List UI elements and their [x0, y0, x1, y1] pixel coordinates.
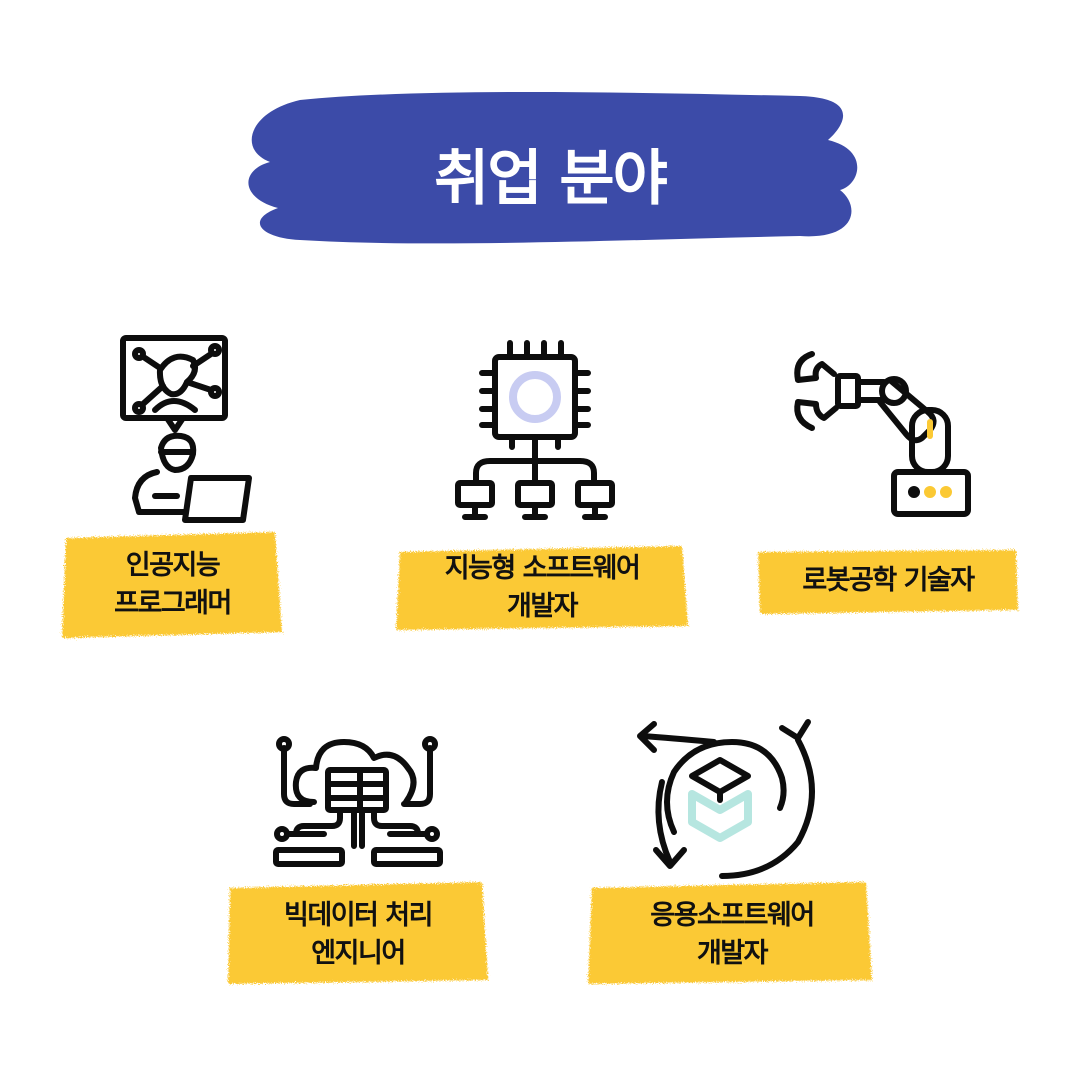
chip-network-icon [455, 340, 615, 520]
field-label-bigdata-engineer: 빅데이터 처리 엔지니어 [284, 900, 433, 969]
page-title: 취업 분야 [434, 143, 668, 214]
highlight-2 [396, 546, 688, 630]
highlight-3 [758, 550, 1018, 614]
highlight-5 [588, 882, 872, 984]
field-label-ai-programmer: 인공지능 프로그래머 [114, 550, 232, 619]
ai-programmer-icon [120, 335, 252, 523]
highlight-1 [62, 532, 282, 638]
box-cycle-icon [637, 719, 815, 879]
robot-arm-icon [794, 351, 971, 517]
field-label-robotics-engineer: 로봇공학 기술자 [802, 565, 975, 596]
highlight-4 [228, 882, 488, 984]
title-banner [248, 92, 858, 244]
cloud-database-icon [273, 736, 443, 867]
field-label-app-software-developer: 응용소프트웨어 개발자 [650, 900, 815, 969]
field-label-intelligent-software-developer: 지능형 소프트웨어 개발자 [444, 553, 641, 622]
